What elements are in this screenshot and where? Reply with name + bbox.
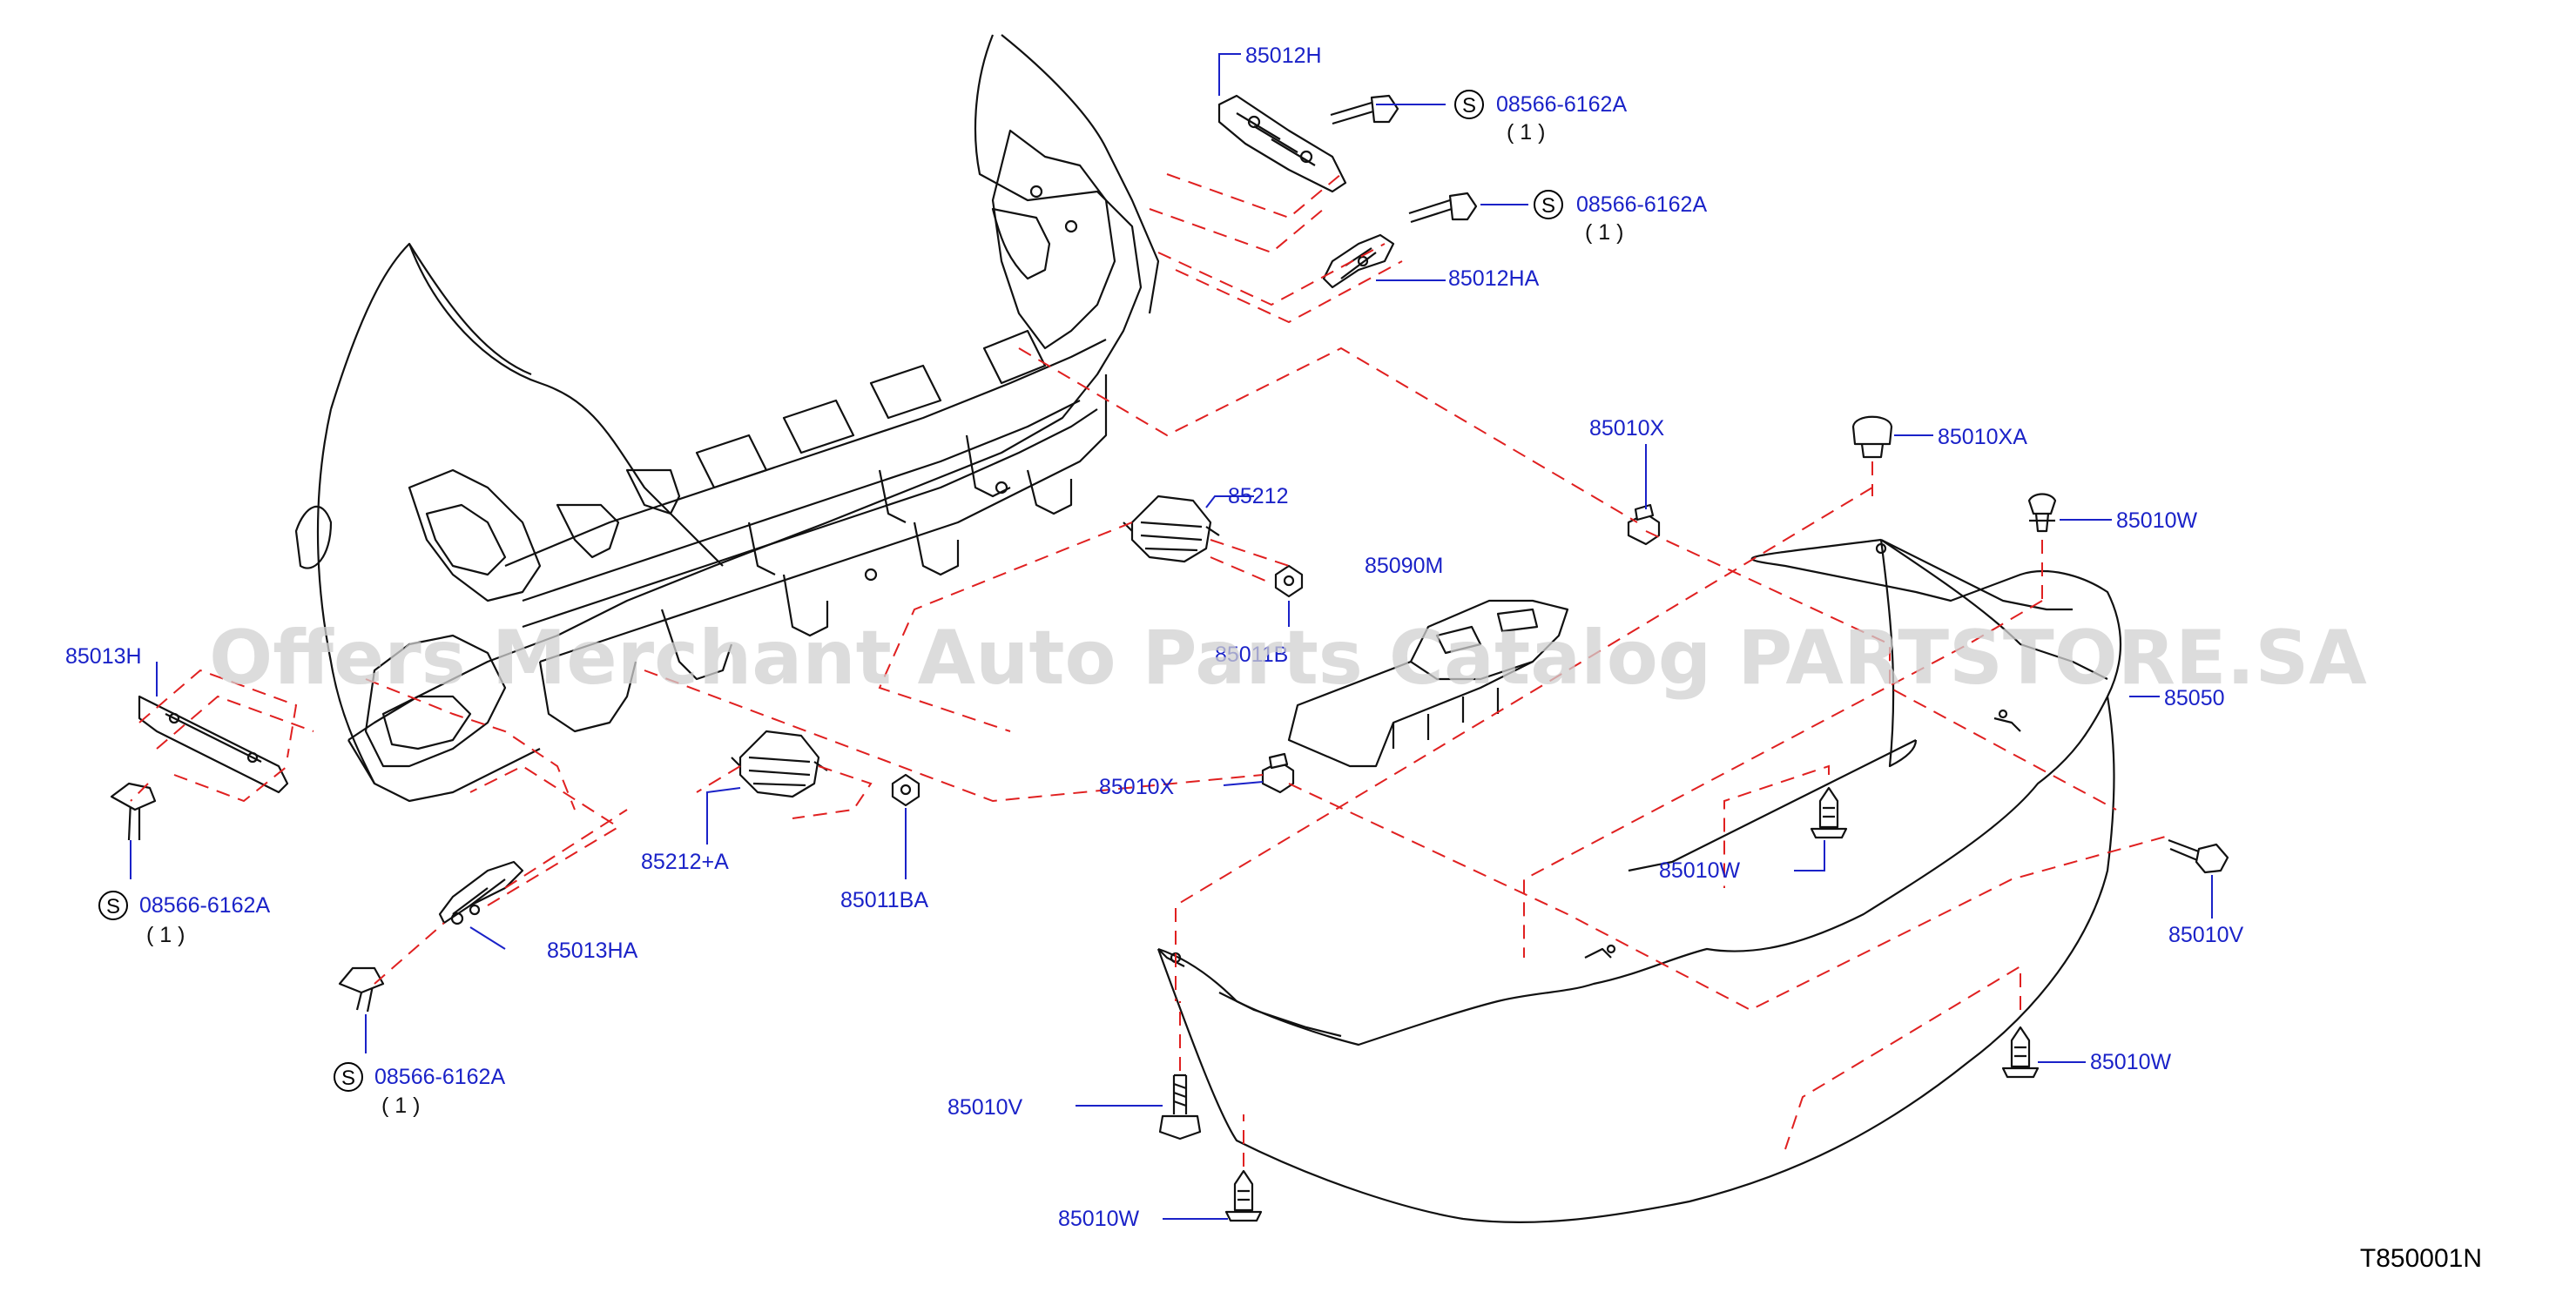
screw-4 bbox=[338, 966, 385, 1013]
screw-qty: ( 1 ) bbox=[1507, 120, 1545, 145]
label-85212a[interactable]: 85212+A bbox=[641, 850, 729, 874]
bracket-85012h bbox=[1217, 94, 1347, 193]
screw-code: 08566-6162A bbox=[374, 1065, 505, 1089]
isolator-85212 bbox=[1123, 495, 1220, 563]
screw-code: 08566-6162A bbox=[139, 893, 270, 918]
label-85090m[interactable]: 85090M bbox=[1365, 554, 1443, 578]
label-85010w-r1[interactable]: 85010W bbox=[2116, 508, 2198, 533]
bracket-85013h bbox=[138, 695, 289, 794]
bracket-85013ha bbox=[438, 860, 524, 925]
label-85013ha[interactable]: 85013HA bbox=[547, 939, 638, 963]
screw-code: 08566-6162A bbox=[1496, 92, 1627, 117]
label-85011b[interactable]: 85011B bbox=[1215, 643, 1288, 667]
label-85010w-r2[interactable]: 85010W bbox=[2090, 1050, 2172, 1074]
svg-text:S: S bbox=[341, 1067, 355, 1090]
diagram-code: T850001N bbox=[2360, 1244, 2482, 1273]
screw-3 bbox=[110, 782, 157, 841]
svg-text:S: S bbox=[106, 895, 120, 919]
leader-lines bbox=[130, 53, 2213, 1220]
screw-code: 08566-6162A bbox=[1576, 192, 1707, 217]
screw-callout-4[interactable]: S 08566-6162A ( 1 ) bbox=[334, 1062, 505, 1118]
clip-85010w-bottom bbox=[1224, 1169, 1263, 1222]
svg-text:S: S bbox=[1541, 194, 1555, 218]
label-85010w-bottom[interactable]: 85010W bbox=[1058, 1207, 1140, 1231]
bolt-85010v-right bbox=[2168, 838, 2229, 874]
label-85010v-right[interactable]: 85010V bbox=[2168, 923, 2244, 947]
label-85010w-mid[interactable]: 85010W bbox=[1659, 858, 1741, 883]
screw-qty: ( 1 ) bbox=[381, 1093, 420, 1118]
label-85010xa[interactable]: 85010XA bbox=[1938, 425, 2027, 449]
clip-85010x-top bbox=[1627, 503, 1661, 546]
label-85010v-bottom[interactable]: 85010V bbox=[947, 1095, 1023, 1120]
screw-callout-1[interactable]: S 08566-6162A ( 1 ) bbox=[1454, 90, 1627, 145]
screw-1 bbox=[1330, 94, 1399, 125]
clip-85010w-r2 bbox=[2001, 1026, 2040, 1079]
rear-bumper-fascia bbox=[1157, 538, 2122, 1223]
screw-2 bbox=[1408, 192, 1478, 224]
s-symbol-icon bbox=[1534, 190, 1563, 219]
energy-absorber-85090m bbox=[1287, 599, 1569, 768]
alignment-lines bbox=[130, 173, 2169, 1167]
clip-85010w-r1 bbox=[2027, 493, 2057, 533]
s-symbol-icon bbox=[98, 891, 128, 920]
label-85010x-mid[interactable]: 85010X bbox=[1099, 775, 1175, 799]
s-symbol-icon bbox=[1454, 90, 1484, 119]
label-85012h[interactable]: 85012H bbox=[1245, 44, 1322, 68]
isolator-85212a bbox=[731, 730, 828, 798]
label-85050[interactable]: 85050 bbox=[2164, 686, 2225, 710]
label-85010x-top[interactable]: 85010X bbox=[1589, 416, 1665, 441]
rear-body-panel bbox=[294, 34, 1160, 803]
clip-85010w-mid bbox=[1810, 786, 1848, 839]
watermark: Offers Merchant Auto Parts Catalog PARTS… bbox=[209, 615, 2367, 702]
screw-qty: ( 1 ) bbox=[146, 923, 185, 947]
label-85012ha[interactable]: 85012HA bbox=[1448, 266, 1540, 291]
clip-85010xa bbox=[1851, 415, 1893, 459]
screw-qty: ( 1 ) bbox=[1585, 220, 1623, 245]
label-85212[interactable]: 85212 bbox=[1228, 484, 1289, 508]
nut-85011ba bbox=[891, 773, 920, 807]
s-symbol-icon bbox=[334, 1062, 363, 1092]
screw-callout-3[interactable]: S 08566-6162A ( 1 ) bbox=[98, 891, 270, 947]
bolt-85010v-bottom bbox=[1158, 1073, 1202, 1141]
label-85013h[interactable]: 85013H bbox=[65, 644, 142, 669]
label-85011ba[interactable]: 85011BA bbox=[840, 888, 928, 912]
clip-85010x-mid bbox=[1261, 752, 1295, 794]
nut-85011b bbox=[1274, 564, 1304, 598]
svg-text:S: S bbox=[1462, 94, 1476, 118]
screw-callout-2[interactable]: S 08566-6162A ( 1 ) bbox=[1534, 190, 1707, 245]
